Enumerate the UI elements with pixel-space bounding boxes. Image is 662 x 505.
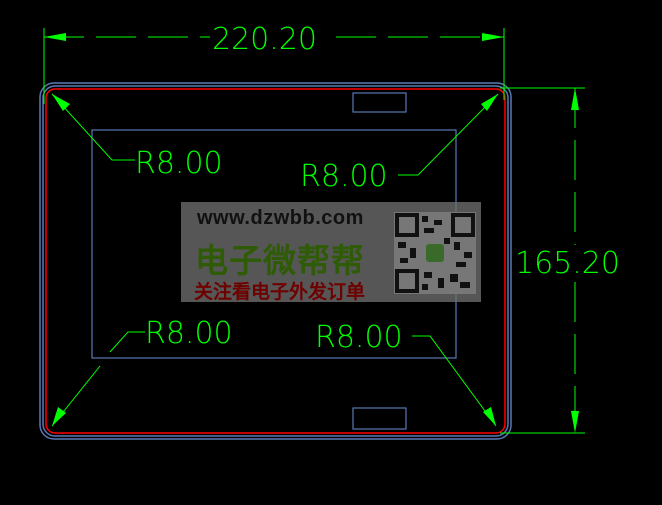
watermark: www.dzwbb.com 电子微帮帮 关注看电子外发订单 (181, 202, 481, 303)
outer-outline-inner (42, 85, 509, 437)
watermark-url: www.dzwbb.com (197, 207, 364, 229)
height-dimension-label: 165.20 (515, 246, 620, 281)
watermark-brand: 电子微帮帮 (195, 242, 365, 279)
bottom-slot (352, 407, 407, 430)
radius-label-top-left: R8.00 (135, 146, 223, 181)
radius-label-top-right: R8.00 (300, 159, 388, 194)
width-dimension-label: 220.20 (212, 22, 317, 57)
qr-code-icon (394, 212, 476, 294)
radius-label-bottom-right: R8.00 (315, 320, 403, 355)
watermark-slogan: 关注看电子外发订单 (194, 282, 366, 303)
radius-label-bottom-left: R8.00 (145, 316, 233, 351)
red-edge (45, 88, 506, 434)
top-slot (352, 92, 407, 113)
outer-outline (39, 82, 512, 440)
